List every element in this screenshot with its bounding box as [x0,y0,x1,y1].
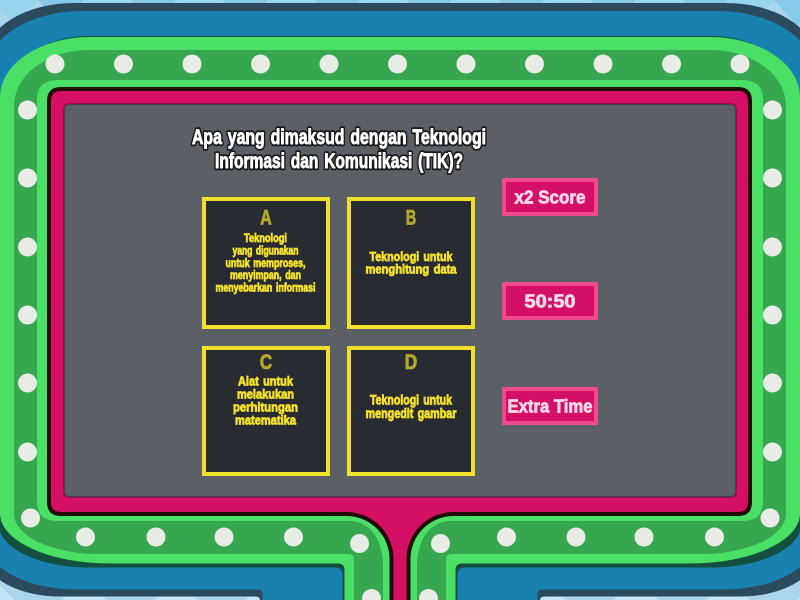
svg-text:Extra Time: Extra Time [508,397,593,417]
svg-text:matematika: matematika [235,412,297,427]
svg-text:Teknologi: Teknologi [244,233,287,245]
svg-text:Alat untuk: Alat untuk [238,373,294,388]
svg-text:untuk memproses,: untuk memproses, [226,258,306,270]
svg-text:menyebarkan informasi: menyebarkan informasi [216,283,316,295]
svg-text:50:50: 50:50 [525,292,576,312]
svg-text:x2 Score: x2 Score [515,188,586,208]
svg-text:Apa yang dimaksud dengan Tekno: Apa yang dimaksud dengan Teknologi [192,126,486,149]
svg-text:A: A [260,207,272,230]
svg-text:Informasi dan Komunikasi (TIK): Informasi dan Komunikasi (TIK)? [215,150,463,173]
svg-text:Apa yang dimaksud dengan Tekno: Apa yang dimaksud dengan Teknologi [192,126,486,149]
svg-text:Teknologi untuk: Teknologi untuk [370,393,452,408]
svg-text:C: C [260,351,273,374]
svg-text:Informasi dan Komunikasi (TIK): Informasi dan Komunikasi (TIK)? [215,150,463,173]
svg-text:perhitungan: perhitungan [233,399,298,414]
svg-text:menyimpan, dan: menyimpan, dan [230,270,301,282]
svg-text:mengedit gambar: mengedit gambar [366,406,458,421]
svg-text:Teknologi untuk: Teknologi untuk [370,249,454,264]
svg-text:menghitung data: menghitung data [366,262,458,277]
svg-text:D: D [405,351,418,374]
svg-text:yang digunakan: yang digunakan [233,246,299,258]
svg-text:B: B [406,207,417,230]
svg-text:melakukan: melakukan [237,386,294,401]
